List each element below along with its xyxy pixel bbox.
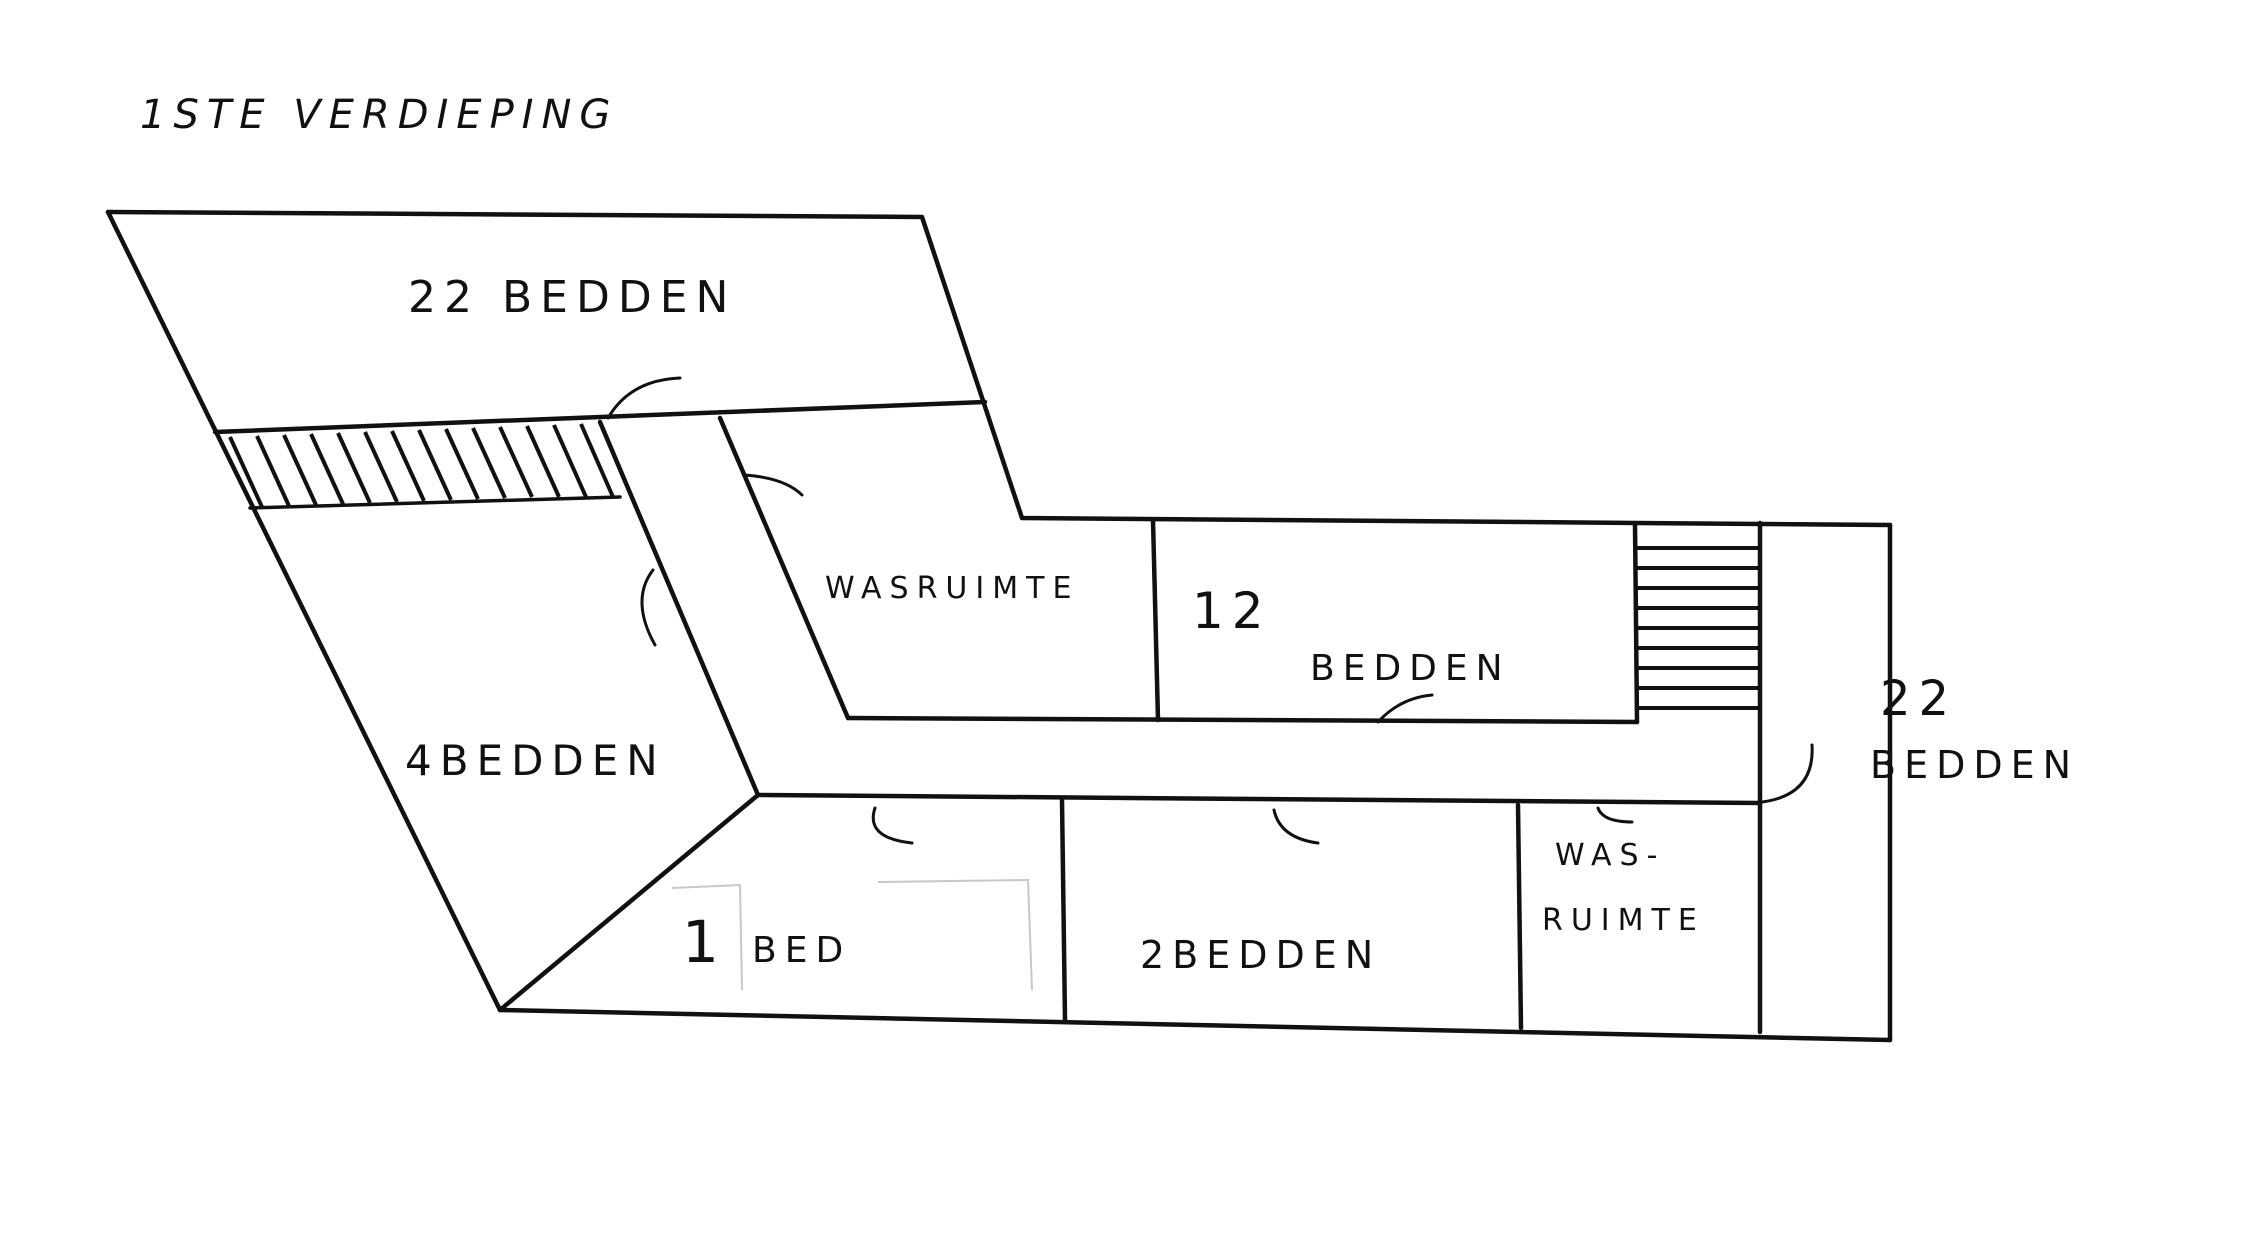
label-ward-1-number: 1 [682,908,727,976]
label-east-ward-number: 22 [1880,671,1957,727]
label-east-ward: BEDDEN [1870,743,2079,787]
label-ward-4: 4BEDDEN [405,736,666,785]
label-top-ward: 22 BEDDEN [408,272,736,323]
label-ward-12-number: 12 [1192,582,1272,640]
label-ward-12: BEDDEN [1310,648,1511,689]
outer-walls [105,209,1893,1043]
label-washroom-lower-1: WAS- [1555,838,1665,873]
label-washroom-lower-2: RUIMTE [1542,903,1705,938]
stairs-east [1637,546,1760,710]
floor-title: 1STE VERDIEPING [140,92,618,138]
label-ward-1: BED [752,930,851,971]
faint-marks [671,878,1033,991]
interior-walls [212,399,1763,1035]
label-ward-2: 2BEDDEN [1140,933,1381,977]
label-washroom-upper: WASRUIMTE [825,571,1079,606]
stairs-west [228,423,615,508]
door-swings [606,376,1814,845]
